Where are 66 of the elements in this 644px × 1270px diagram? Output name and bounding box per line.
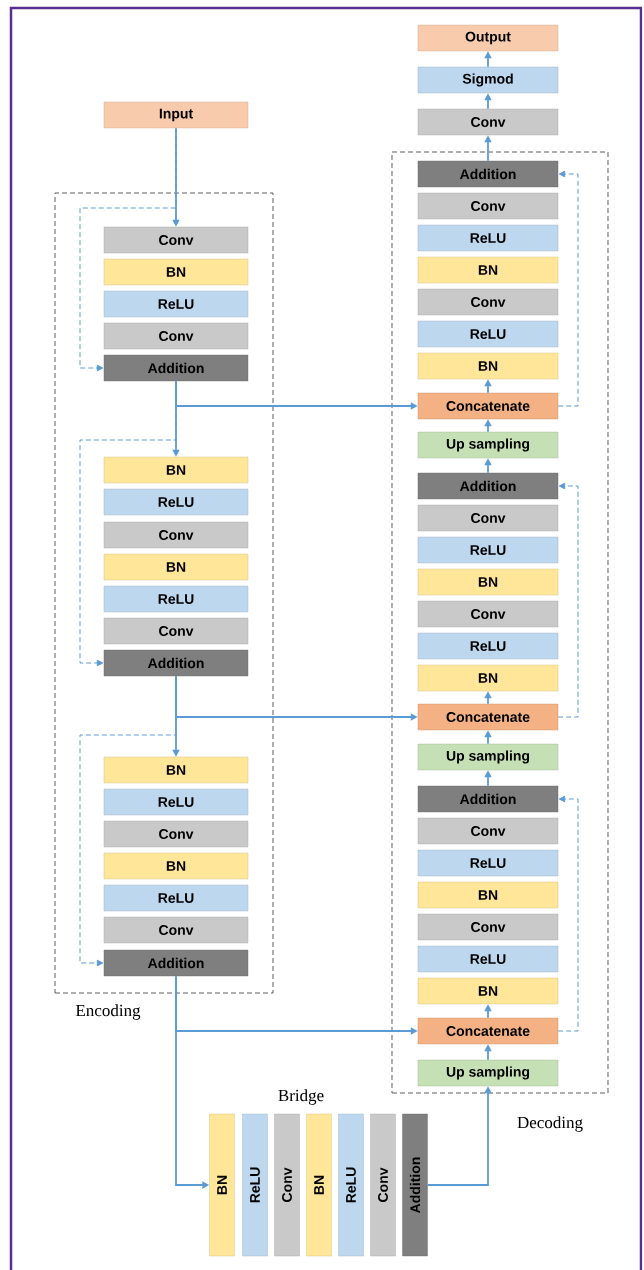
layer-box: BN <box>103 553 249 581</box>
layer-box: Addition <box>417 472 559 500</box>
layer-box: Conv <box>274 1113 300 1257</box>
layer-box: BN <box>103 456 249 484</box>
layer-box: Sigmod <box>417 66 559 94</box>
layer-box: ReLU <box>103 884 249 912</box>
layer-box: Conv <box>417 192 559 220</box>
layer-box: BN <box>417 568 559 596</box>
layer-box: BN <box>417 256 559 284</box>
layer-box: Conv <box>417 913 559 941</box>
layer-box: Conv <box>417 817 559 845</box>
arrow <box>79 380 177 667</box>
layer-box: BN <box>417 352 559 380</box>
layer-box: ReLU <box>103 585 249 613</box>
layer-box: BN <box>209 1113 235 1257</box>
layer-box: BN <box>417 881 559 909</box>
layer-box: Up sampling <box>417 1059 559 1087</box>
layer-box: Conv <box>103 820 249 848</box>
layer-box: BN <box>103 852 249 880</box>
arrow <box>79 127 177 372</box>
layer-box: BN <box>103 258 249 286</box>
layer-box: Concatenate <box>417 1017 559 1045</box>
layer-box: Concatenate <box>417 392 559 420</box>
layer-box: Conv <box>103 322 249 350</box>
layer-box: Up sampling <box>417 431 559 459</box>
layer-box: Addition <box>417 785 559 813</box>
layer-box: BN <box>417 664 559 692</box>
layer-box: Concatenate <box>417 703 559 731</box>
layer-box: Conv <box>417 504 559 532</box>
layer-box: ReLU <box>417 945 559 973</box>
arrow <box>557 795 579 1032</box>
layer-box: BN <box>417 977 559 1005</box>
layer-box: ReLU <box>103 788 249 816</box>
layer-box: BN <box>306 1113 332 1257</box>
layer-box: ReLU <box>242 1113 268 1257</box>
arrow <box>79 675 177 967</box>
layer-box: ReLU <box>103 488 249 516</box>
layer-box: ReLU <box>103 290 249 318</box>
layer-box: Addition <box>402 1113 428 1257</box>
layer-box: Addition <box>103 354 249 382</box>
group-label: Encoding <box>75 1004 141 1020</box>
layer-box: Conv <box>370 1113 396 1257</box>
layer-box: Output <box>417 24 559 52</box>
layer-box: Addition <box>417 160 559 188</box>
layer-box: ReLU <box>417 632 559 660</box>
layer-box: Conv <box>417 108 559 136</box>
arrow <box>557 482 579 718</box>
layer-box: Addition <box>103 649 249 677</box>
layer-box: ReLU <box>417 849 559 877</box>
layer-box: Conv <box>417 288 559 316</box>
layer-box: Conv <box>103 916 249 944</box>
layer-box: Conv <box>417 600 559 628</box>
layer-box: ReLU <box>338 1113 364 1257</box>
layer-box: Input <box>103 101 249 129</box>
group-label: Decoding <box>517 1116 583 1132</box>
layer-box: Conv <box>103 226 249 254</box>
layer-box: Up sampling <box>417 743 559 771</box>
bridge-label: Bridge <box>278 1089 324 1105</box>
layer-box: Conv <box>103 617 249 645</box>
layer-box: Addition <box>103 949 249 977</box>
layer-box: ReLU <box>417 224 559 252</box>
layer-box: BN <box>103 756 249 784</box>
layer-box: Conv <box>103 521 249 549</box>
layer-box: ReLU <box>417 536 559 564</box>
layer-box: ReLU <box>417 320 559 348</box>
arrow <box>557 170 579 407</box>
